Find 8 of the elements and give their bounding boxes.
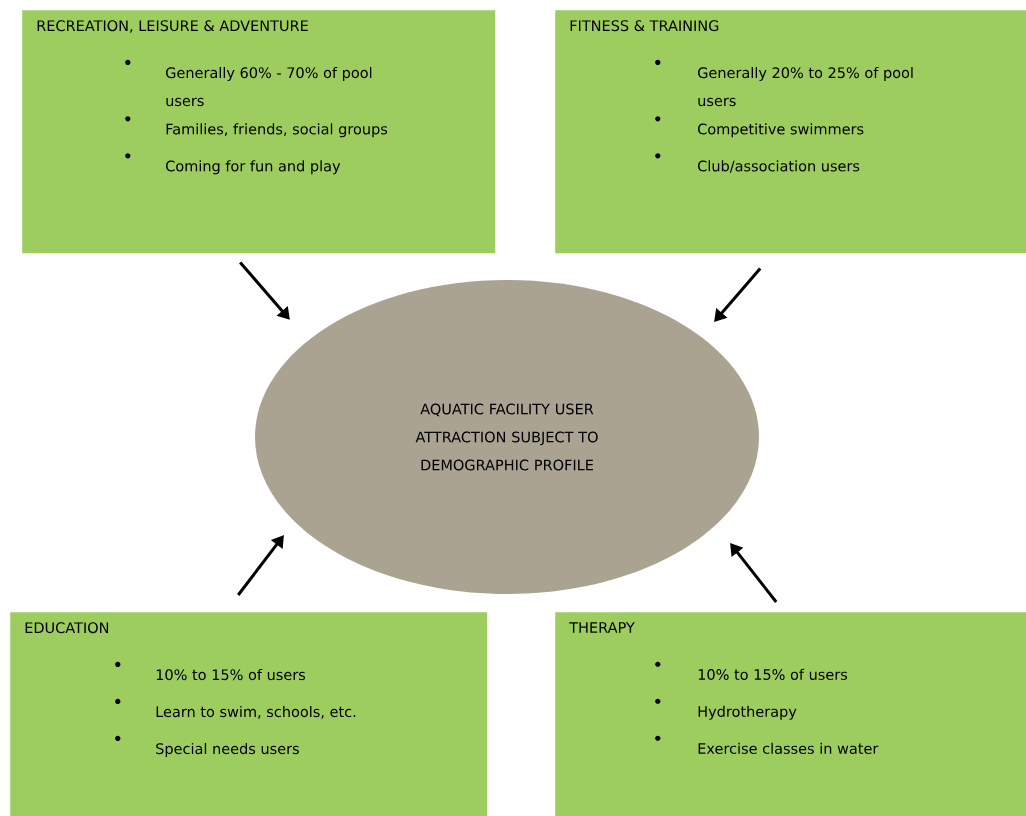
arrow [237,535,284,596]
category-box: THERAPY 10% to 15% of users Hydrotherapy Exercise classes in water [555,612,1026,816]
arrow [730,543,778,603]
category-box: FITNESS & TRAINING Generally 20% to 25% of pool users Competitive swimmers Club/association users [555,10,1026,254]
category-box: RECREATION, LEISURE & ADVENTURE Generally 60% - 70% of pool users Families, friends, social groups Coming for fun and play [22,10,496,254]
arrow [239,261,290,320]
arrow [714,267,762,322]
category-box: EDUCATION 10% to 15% of users Learn to swim, schools, etc. Special needs users [10,612,488,816]
